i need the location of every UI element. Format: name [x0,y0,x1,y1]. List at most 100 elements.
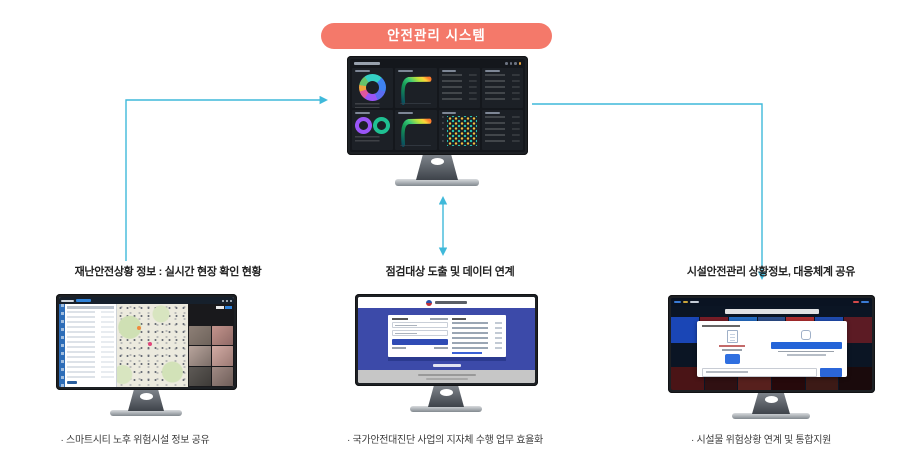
password-input [391,330,449,336]
purple-ring-gauge [355,117,373,134]
cctv-thumbnail-grid [188,304,234,387]
dashboard-title-text [354,62,380,65]
map-app-body [59,304,234,387]
status-popup-modal [696,321,847,377]
caption-center: · 국가안전대진단 사업의 지자체 수행 업무 효율화 [347,435,543,446]
cctv-thumbnail [189,325,211,345]
list-footer [67,381,114,385]
search-input [701,367,817,377]
panel-title [355,112,370,114]
status-icon [505,62,508,65]
dashboard-screen [350,59,525,152]
monitor-stand-base [110,410,182,416]
right-monitor-stand [732,393,810,419]
document-section [702,330,764,364]
topbar-chip [683,301,688,303]
donut-chart-panel [352,68,394,108]
toolbar-icon [222,299,224,302]
gauge-rings [355,117,390,134]
form-footer-links [391,347,449,349]
info-text-line [778,350,835,353]
left-map-monitor [56,294,237,390]
list-rows [67,311,114,379]
blue-menu-button [76,298,91,303]
photo-tile [839,367,872,390]
status-matrix-panel [438,110,480,150]
toolbar-icon [226,299,228,302]
footer-text-line [425,378,468,380]
side-icon-strip [59,304,65,387]
document-icon [726,330,738,343]
monitor-stand-base [395,179,479,186]
heatmap-chart [400,76,432,105]
toolbar-icon [230,299,232,302]
wall-heading-text [724,309,819,314]
input-placeholder [705,371,749,374]
portal-screen [358,297,535,383]
table-rows [484,74,520,104]
notice-rows [452,322,502,351]
download-section [771,330,842,364]
stats-table-panel [438,68,480,108]
status-icon [514,62,517,65]
monitor-stand-neck [416,155,458,180]
monitor-stand-neck [128,390,164,411]
matrix-labels [441,116,444,146]
list-header [67,306,114,309]
donut-legend [355,103,391,108]
footer-text-line [417,374,476,376]
login-form [391,318,449,354]
notice-list [452,318,502,354]
heatmap-panel [395,110,437,150]
cctv-thumbnail [211,366,233,386]
download-button-bar [771,342,842,349]
confirm-button [724,353,740,364]
arrow-left-to-center [125,95,328,261]
portal-footer [358,370,535,383]
cctv-thumbnail [189,346,211,366]
panel-title [484,70,500,72]
list-footer-button [67,381,77,384]
cctv-thumbnail [211,325,233,345]
red-note-text [719,345,746,347]
left-monitor-stand [110,390,182,416]
caption-right: · 시설물 위험상황 연계 및 통합지원 [690,435,832,446]
gauge-legend [355,136,391,142]
middle-portal-monitor [355,294,538,386]
footer-link [391,347,406,349]
stand-cable-hole [430,158,444,165]
branch-label-left: 재난안전상황 정보 : 실시간 현장 확인 현황 [74,266,262,278]
branch-label-center: 점검대상 도출 및 데이터 연계 [385,266,515,278]
caption-left: · 스마트시티 노후 위험시설 정보 공유 [60,435,210,446]
monitor-stand-neck [752,393,790,414]
id-input [391,322,449,328]
toolbar-blue-chip [225,306,232,309]
middle-monitor-stand [410,386,482,412]
green-ring-gauge [372,117,390,134]
alert-icon [518,62,521,65]
status-icon [509,62,512,65]
wall-screen-tile [844,317,872,343]
stats-table-panel [481,110,523,150]
wall-screen-tile [671,317,699,343]
note-text [722,348,743,351]
topbar-icons [222,299,232,302]
map-app-topbar [59,297,234,304]
panel-title [398,70,414,72]
portal-blue-body [358,308,535,370]
monitor-stand-base [410,406,482,412]
panel-title [398,112,414,114]
toolbar-chip [216,306,224,309]
gauge-rings-panel [352,110,394,150]
facility-list-panel [65,304,117,387]
situation-wall-screen [671,298,872,390]
body-subtext [432,364,461,367]
login-card [387,315,506,361]
stand-cable-hole [764,396,778,403]
cctv-toolbar [189,305,233,310]
photo-tile [671,367,704,390]
stand-cable-hole [439,389,453,396]
central-dashboard-monitor [347,56,528,155]
panel-title [484,112,500,114]
